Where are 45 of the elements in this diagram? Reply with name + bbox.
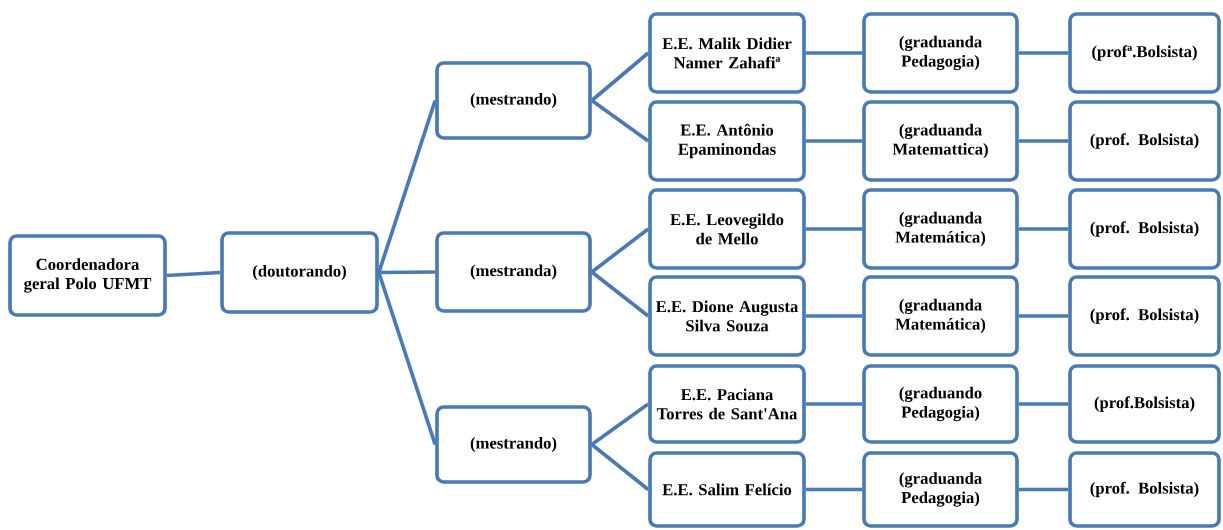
org-box: Coordenadora geral Polo UFMT [8,234,167,317]
connector-line [1018,487,1069,492]
connector-line [805,139,863,143]
org-box: (mestrando) [435,61,592,140]
org-box: E.E. Salim Felício [648,451,806,528]
org-box: (graduando Pedagogia) [862,364,1019,444]
org-box: (prof. Bolsista) [1068,451,1221,528]
connector-line [1018,139,1069,143]
org-box: (profª.Bolsista) [1068,12,1221,94]
org-box: (mestranda) [435,231,592,313]
org-box: E.E. Leovegildo de Mello [648,188,806,270]
org-box: E.E. Antônio Epaminondas [648,100,806,182]
connector-line [805,487,863,492]
org-box: (mestrando) [435,405,592,484]
connector-line [805,227,863,231]
org-box: (prof. Bolsista) [1068,275,1221,357]
connector-line [590,270,650,318]
connector-line [166,270,221,278]
org-box: (prof. Bolsista) [1068,100,1221,182]
connector-line [377,99,437,274]
connector-line [1018,51,1069,55]
org-box: (graduanda Matemattica) [862,100,1019,182]
connector-line [805,314,863,318]
connector-line [590,443,650,491]
org-box: (doutorando) [220,231,379,314]
connector-line [377,271,437,446]
org-box: (prof.Bolsista) [1068,364,1221,444]
org-box: (prof. Bolsista) [1068,188,1221,270]
connector-line [378,270,436,275]
org-box: (graduanda Matemática) [862,188,1019,270]
org-box: (graduanda Pedagogia) [862,451,1019,528]
org-box: (graduanda Pedagogia) [862,12,1019,94]
org-box: E.E. Malik Didier Namer Zahafiª [648,12,806,94]
org-box: (graduanda Matemática) [862,275,1019,357]
connector-line [590,227,650,274]
connector-line [1018,402,1069,406]
connector-line [590,51,650,102]
connector-line [590,99,650,143]
connector-line [805,402,863,406]
connector-line [1018,227,1069,231]
connector-line [805,51,863,55]
connector-line [1018,314,1069,318]
connector-line [590,402,650,446]
org-box: E.E. Paciana Torres de Sant'Ana [648,364,806,444]
org-box: E.E. Dione Augusta Silva Souza [648,275,806,357]
